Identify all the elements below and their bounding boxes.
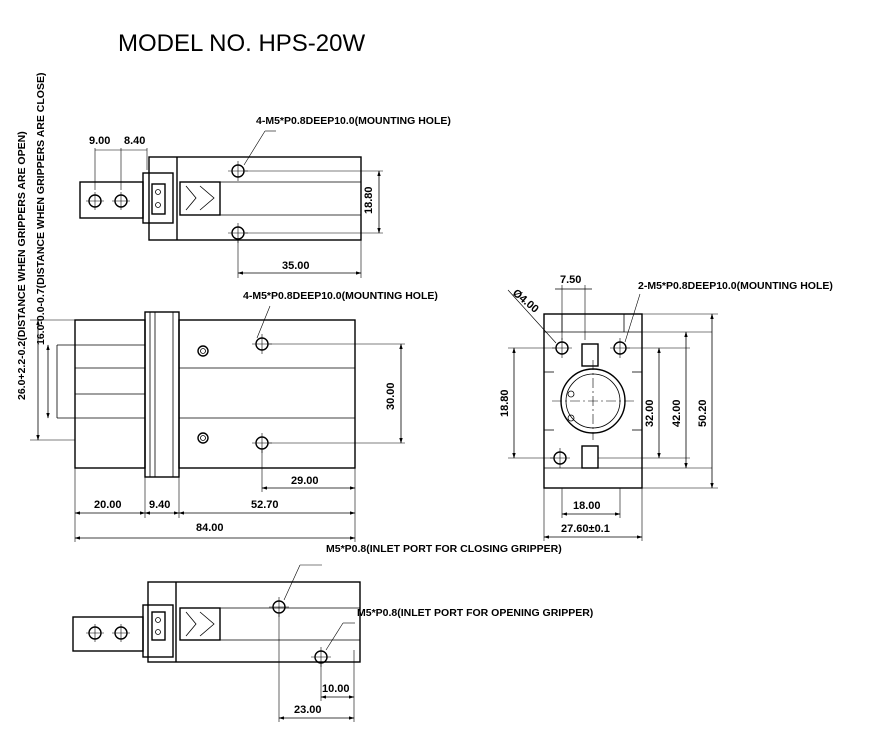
opening-port-note: M5*P0.8(INLET PORT FOR OPENING GRIPPER) [357,607,593,619]
front-hole-icon [197,432,209,444]
dim-top-length: 35.00 [282,260,310,272]
dim-side-top: 7.50 [560,274,581,286]
dim-side-r3: 50.20 [697,399,709,427]
side-mounting-note: 2-M5*P0.8DEEP10.0(MOUNTING HOLE) [638,280,833,292]
closing-port-note: M5*P0.8(INLET PORT FOR CLOSING GRIPPER) [326,543,562,555]
dim-top-height: 18.80 [363,186,375,214]
dim-bottom-a: 10.00 [322,683,350,695]
dim-front-total: 84.00 [196,522,224,534]
top-body [148,156,362,241]
dim-side-r2: 42.00 [671,399,683,427]
dim-side-r1: 32.00 [644,399,656,427]
open-distance-note: 26.0+2.2-0.2(DISTANCE WHEN GRIPPERS ARE … [16,131,28,400]
dim-top-b: 8.40 [124,135,145,147]
front-mounting-note: 4-M5*P0.8DEEP10.0(MOUNTING HOLE) [243,290,438,302]
bottom-view: M5*P0.8(INLET PORT FOR CLOSING GRIPPER) … [72,543,593,722]
dim-top-a: 9.00 [89,135,110,147]
dim-front-b: 9.40 [149,499,170,511]
dim-front-height: 30.00 [385,382,397,410]
top-mounting-note: 4-M5*P0.8DEEP10.0(MOUNTING HOLE) [256,115,451,127]
front-view: 4-M5*P0.8DEEP10.0(MOUNTING HOLE) 30.00 2… [30,290,438,542]
dim-side-bottom2: 27.60±0.1 [561,523,610,535]
dim-front-hole: 29.00 [291,475,319,487]
dim-side-left: 18.80 [499,389,511,417]
vertical-notes: 26.0+2.2-0.2(DISTANCE WHEN GRIPPERS ARE … [16,73,47,400]
model-title: MODEL NO. HPS-20W [118,30,365,57]
top-view: 9.00 8.40 4-M5*P0.8DEEP10.0(MOUNTING HOL… [79,115,451,278]
dim-bottom-b: 23.00 [294,704,322,716]
front-hole-icon [197,345,209,357]
side-body [543,313,643,489]
close-distance-note: 16.0-0.0-0.7(DISTANCE WHEN GRIPPERS ARE … [35,73,47,345]
dim-side-bottom1: 18.00 [573,500,601,512]
side-view: 7.50 Ø4.00 2-M5*P0.8DEEP10.0(MOUNTING HO… [499,274,833,541]
dim-front-c: 52.70 [251,499,279,511]
dim-front-a: 20.00 [94,499,122,511]
dim-side-dia: Ø4.00 [510,287,541,315]
